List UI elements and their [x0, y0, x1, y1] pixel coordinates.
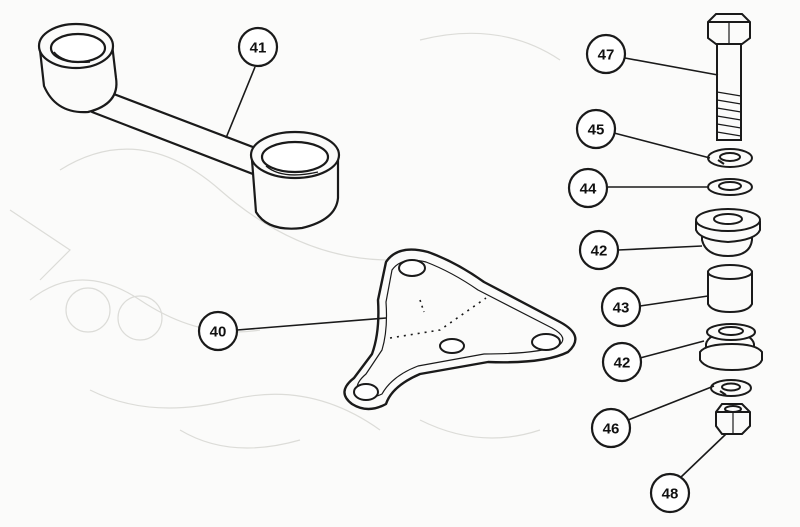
- callout-label-41: 41: [250, 40, 267, 57]
- leader-48: [679, 433, 727, 479]
- leader-47: [624, 57, 719, 76]
- lower-bush-part: [699, 323, 763, 372]
- bolt-part: [707, 13, 751, 141]
- leader-40: [236, 317, 387, 331]
- callout-label-45: 45: [588, 122, 605, 139]
- callout-41-link-arm: 41: [237, 26, 279, 68]
- callout-43-spacer-sleeve: 43: [600, 286, 642, 328]
- callout-label-40: 40: [210, 324, 227, 341]
- callout-42-upper-bush: 42: [578, 229, 620, 271]
- leader-43: [639, 295, 709, 307]
- leader-41: [225, 66, 256, 139]
- flat-washer-44-part: [707, 178, 753, 196]
- callout-label-42-lower: 42: [614, 355, 631, 372]
- background-ghost-sketch: [9, 32, 561, 449]
- callout-label-48: 48: [662, 486, 679, 503]
- spring-washer-46-part: [710, 379, 752, 397]
- leader-46: [627, 385, 715, 421]
- callout-label-44: 44: [580, 181, 597, 198]
- callout-label-46: 46: [603, 421, 620, 438]
- leader-45: [613, 132, 711, 159]
- callout-47-bolt: 47: [585, 33, 627, 75]
- upper-bush-part: [695, 208, 761, 258]
- callout-label-47: 47: [598, 47, 615, 64]
- callout-label-43: 43: [613, 300, 630, 317]
- callout-48-nut: 48: [649, 472, 691, 514]
- link-arm-part: [37, 22, 341, 230]
- callout-46-spring-washer: 46: [590, 407, 632, 449]
- callout-40-mounting-plate: 40: [197, 310, 239, 352]
- callout-45-spring-washer: 45: [575, 108, 617, 150]
- mounting-plate-part: [343, 248, 577, 411]
- callout-44-flat-washer: 44: [567, 167, 609, 209]
- leader-42b: [639, 340, 705, 359]
- spring-washer-45-part: [707, 148, 753, 168]
- callout-42-lower-bush: 42: [601, 341, 643, 383]
- nut-part: [715, 403, 751, 435]
- spacer-sleeve-part: [707, 264, 753, 314]
- leader-42a: [617, 245, 703, 251]
- callout-label-42-upper: 42: [591, 243, 608, 260]
- leader-lines: [225, 57, 727, 479]
